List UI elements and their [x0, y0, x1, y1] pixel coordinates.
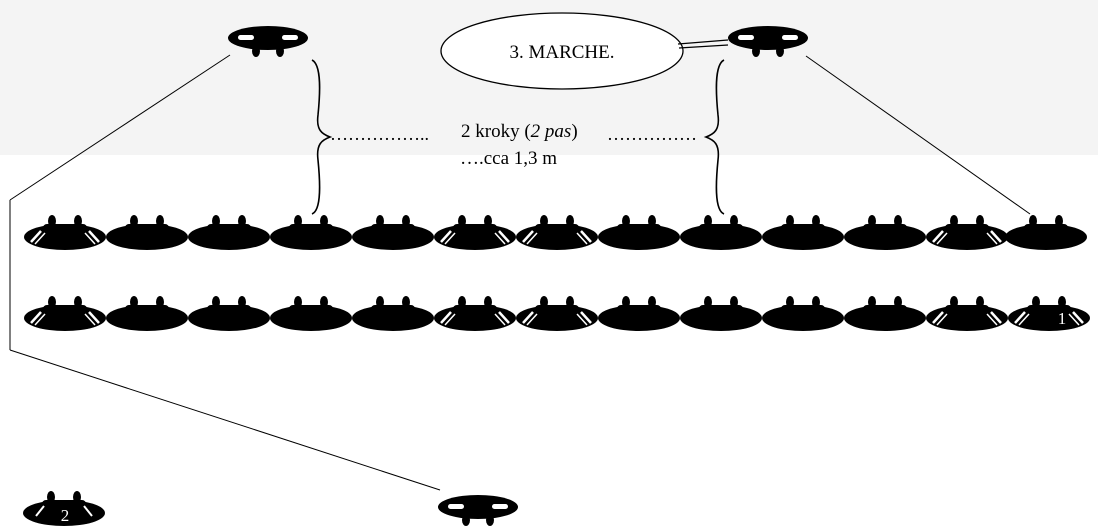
figure-bottom-left-mark-right [83, 505, 93, 517]
row1-figure-12 [926, 215, 1008, 250]
row2-figure-10 [762, 296, 844, 331]
row1-figure-8 [598, 215, 680, 250]
connector-right [805, 55, 1031, 215]
row1-figure-3 [188, 215, 270, 250]
row1-figure-11 [844, 215, 926, 250]
row2-figure-4 [270, 296, 352, 331]
callout-text: 3. MARCHE. [509, 42, 614, 63]
row2-figure-3 [188, 296, 270, 331]
figure-bottom-left-mark-left [35, 505, 45, 517]
row2-figure-5 [352, 296, 434, 331]
row2-figure-6 [434, 296, 516, 331]
callout-ellipse [440, 12, 684, 90]
figure-ghost-bottom [438, 495, 518, 526]
callout-bubble: 3. MARCHE. [440, 12, 729, 90]
brace-right [703, 59, 725, 215]
row1-figure-5 [352, 215, 434, 250]
row1-figure-4 [270, 215, 352, 250]
row2-figure-7 [516, 296, 598, 331]
distance-dots-right: …………… [607, 124, 697, 144]
row2-figure-9 [680, 296, 762, 331]
callout-pointer [677, 39, 729, 45]
callout-pointer-lower [678, 44, 729, 49]
row2-figure-13 [1008, 296, 1090, 331]
distance-label-steps: 2 kroky (2 pas) [461, 121, 578, 142]
distance-label-italic: 2 pas [531, 121, 572, 142]
distance-label-meters: ….cca 1,3 m [460, 148, 557, 169]
row1-figure-1 [24, 215, 106, 250]
distance-label-main: 2 kroky ( [461, 121, 531, 142]
figure-label-2: 2 [61, 506, 70, 525]
distance-label-close: ) [571, 121, 577, 142]
figure-row-1 [24, 215, 1087, 250]
row1-figure-ghost [1005, 215, 1087, 250]
row2-figure-2 [106, 296, 188, 331]
row1-figure-10 [762, 215, 844, 250]
row2-figure-12 [926, 296, 1008, 331]
row1-figure-9 [680, 215, 762, 250]
row2-figure-8 [598, 296, 680, 331]
figure-row-2 [24, 296, 1090, 331]
row2-figure-1 [24, 296, 106, 331]
row1-figure-7 [516, 215, 598, 250]
row1-figure-2 [106, 215, 188, 250]
brace-left [311, 59, 333, 215]
connector-left-lower [9, 349, 441, 491]
row2-figure-11 [844, 296, 926, 331]
connector-left-upper [9, 54, 231, 201]
figure-label-1: 1 [1058, 309, 1067, 328]
row1-figure-6 [434, 215, 516, 250]
distance-dots-left: …………….. [330, 124, 429, 144]
